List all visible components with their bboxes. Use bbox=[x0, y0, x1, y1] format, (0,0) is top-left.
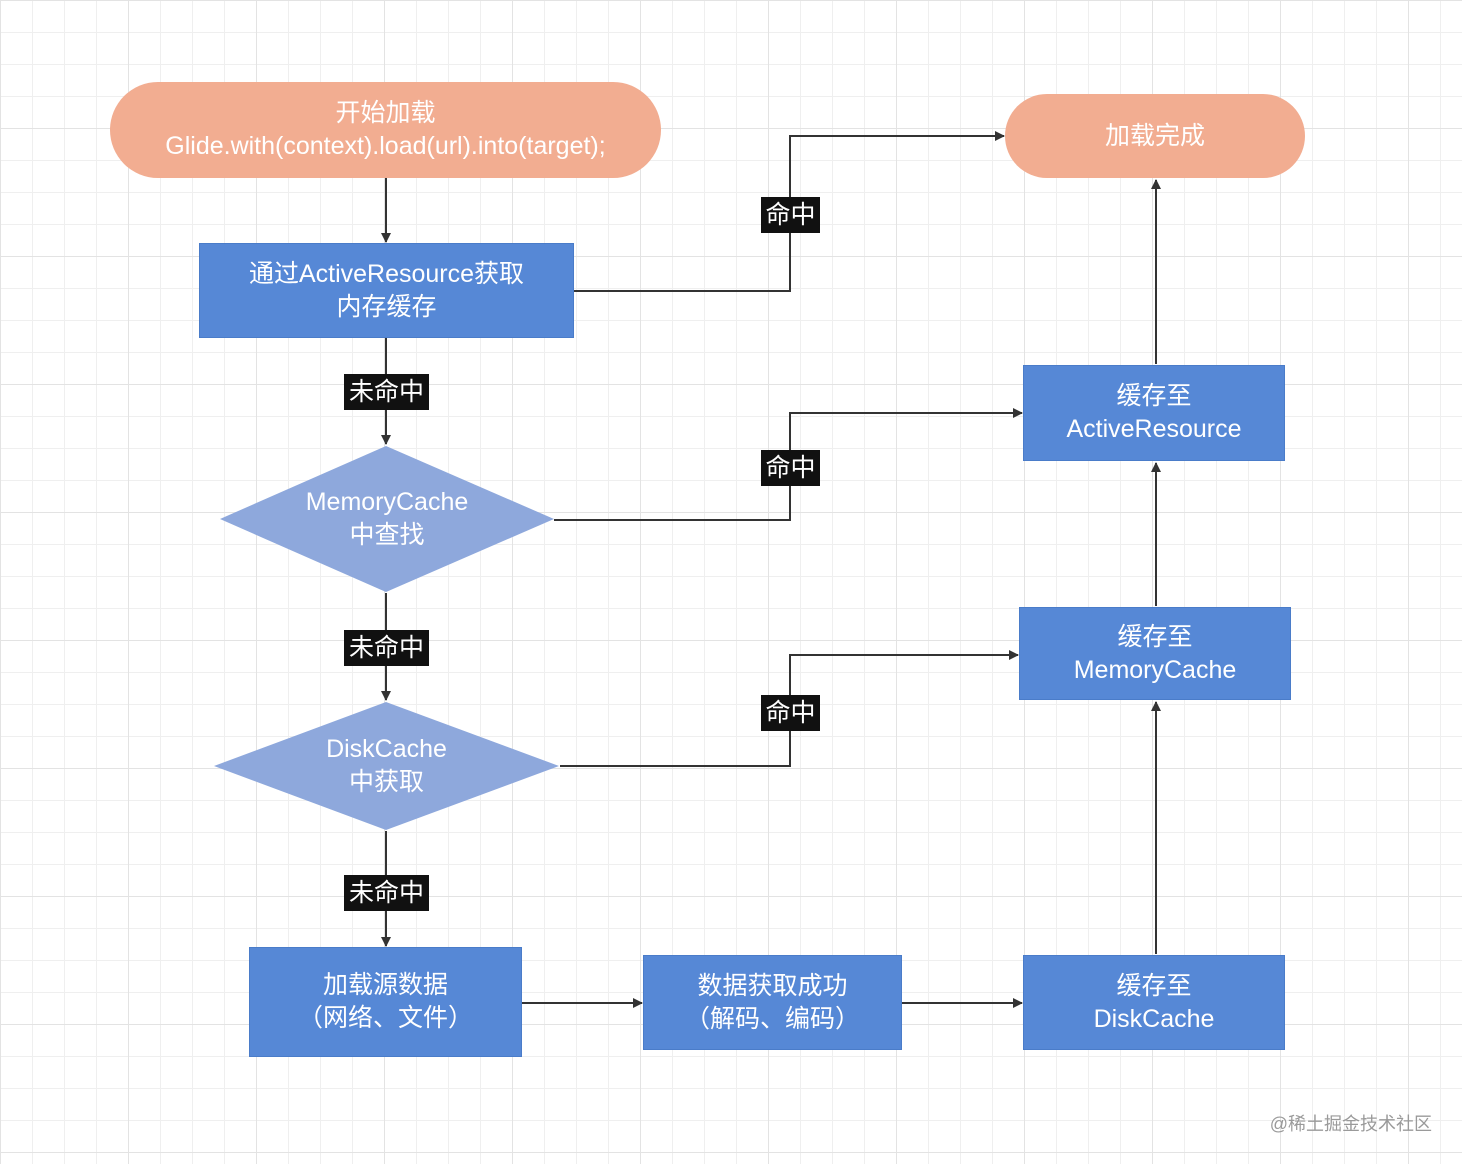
active-resource-lookup-node[interactable]: 通过ActiveResource获取 内存缓存 bbox=[199, 243, 574, 338]
memory-cache-decision-shape[interactable] bbox=[220, 446, 554, 592]
miss-label-disk: 未命中 bbox=[344, 875, 429, 911]
done-node[interactable]: 加载完成 bbox=[1005, 94, 1305, 178]
start-node-code: Glide.with(context).load(url).into(targe… bbox=[165, 132, 606, 160]
hit-label-disk: 命中 bbox=[761, 695, 820, 731]
memory-cache-decision-line1: MemoryCache bbox=[305, 488, 469, 516]
miss-label-memory: 未命中 bbox=[344, 630, 429, 666]
cache-to-memory-node[interactable]: 缓存至 MemoryCache bbox=[1019, 607, 1291, 700]
load-source-line1: 加载源数据 bbox=[322, 971, 448, 999]
disk-cache-decision-shape[interactable] bbox=[214, 702, 559, 830]
hit-label-memory: 命中 bbox=[761, 450, 820, 486]
start-node-title: 开始加载 bbox=[335, 99, 436, 127]
disk-cache-decision-line2: 中获取 bbox=[348, 768, 424, 796]
active-resource-lookup-line1: 通过ActiveResource获取 bbox=[248, 259, 525, 288]
cache-to-disk-node[interactable]: 缓存至 DiskCache bbox=[1023, 955, 1285, 1050]
cache-to-memory-line2: MemoryCache bbox=[1073, 655, 1237, 684]
cache-to-active-line2: ActiveResource bbox=[1066, 415, 1242, 443]
done-node-label: 加载完成 bbox=[1104, 121, 1205, 150]
cache-to-memory-line1: 缓存至 bbox=[1117, 622, 1193, 651]
cache-to-active-node[interactable]: 缓存至 ActiveResource bbox=[1023, 365, 1285, 461]
load-source-line2: （网络、文件） bbox=[297, 1004, 473, 1032]
cache-to-active-line1: 缓存至 bbox=[1116, 382, 1192, 410]
watermark: @稀土掘金技术社区 bbox=[1269, 1114, 1432, 1134]
hit-label-active: 命中 bbox=[761, 197, 820, 233]
cache-to-disk-line2: DiskCache bbox=[1093, 1004, 1215, 1033]
cache-to-disk-line1: 缓存至 bbox=[1116, 971, 1192, 1000]
load-source-node[interactable]: 加载源数据 （网络、文件） bbox=[249, 947, 522, 1057]
miss-label-active: 未命中 bbox=[344, 374, 429, 410]
fetch-success-line1: 数据获取成功 bbox=[697, 971, 848, 1000]
fetch-success-line2: （解码、编码） bbox=[684, 1004, 860, 1033]
start-node[interactable]: 开始加载 Glide.with(context).load(url).into(… bbox=[110, 82, 661, 178]
disk-cache-decision-line1: DiskCache bbox=[326, 735, 447, 763]
active-resource-lookup-line2: 内存缓存 bbox=[336, 292, 437, 321]
disk-cache-decision-label: DiskCache 中获取 bbox=[214, 702, 559, 830]
memory-cache-decision-label: MemoryCache 中查找 bbox=[220, 446, 554, 592]
fetch-success-node[interactable]: 数据获取成功 （解码、编码） bbox=[643, 955, 902, 1050]
memory-cache-decision-line2: 中查找 bbox=[349, 521, 425, 549]
